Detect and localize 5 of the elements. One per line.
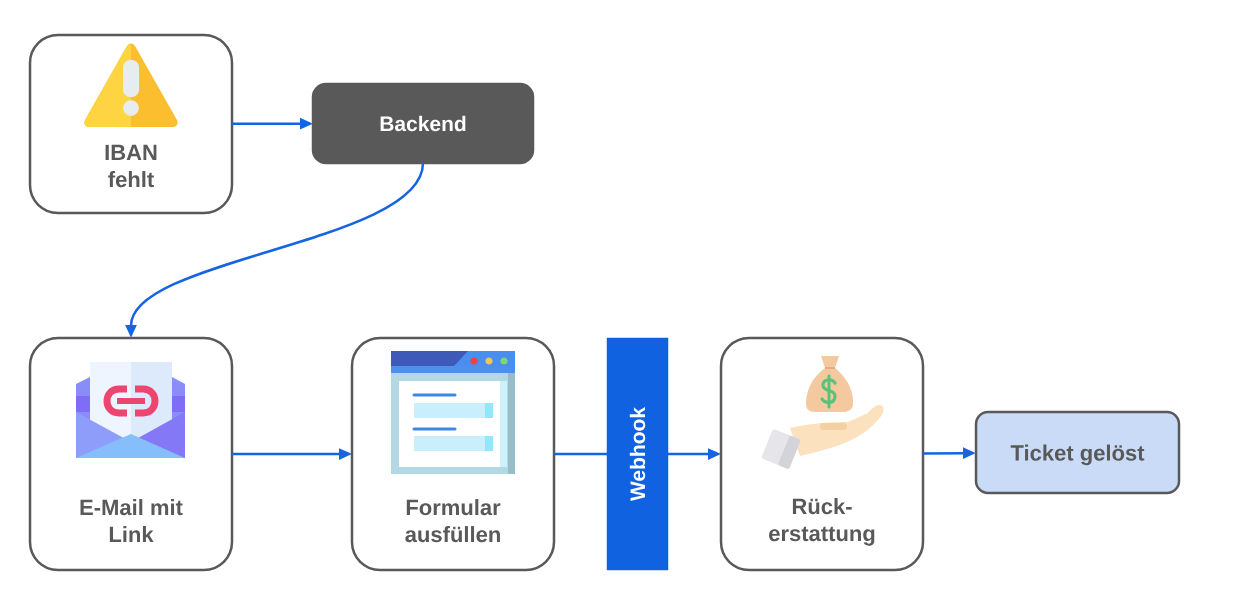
process-box: Rück- erstattung xyxy=(719,336,925,572)
process-box: Backend xyxy=(311,82,535,165)
process-box: Ticket gelöst xyxy=(974,410,1181,495)
vertical-bar: Webhook xyxy=(606,337,669,571)
connector-line xyxy=(554,452,607,456)
